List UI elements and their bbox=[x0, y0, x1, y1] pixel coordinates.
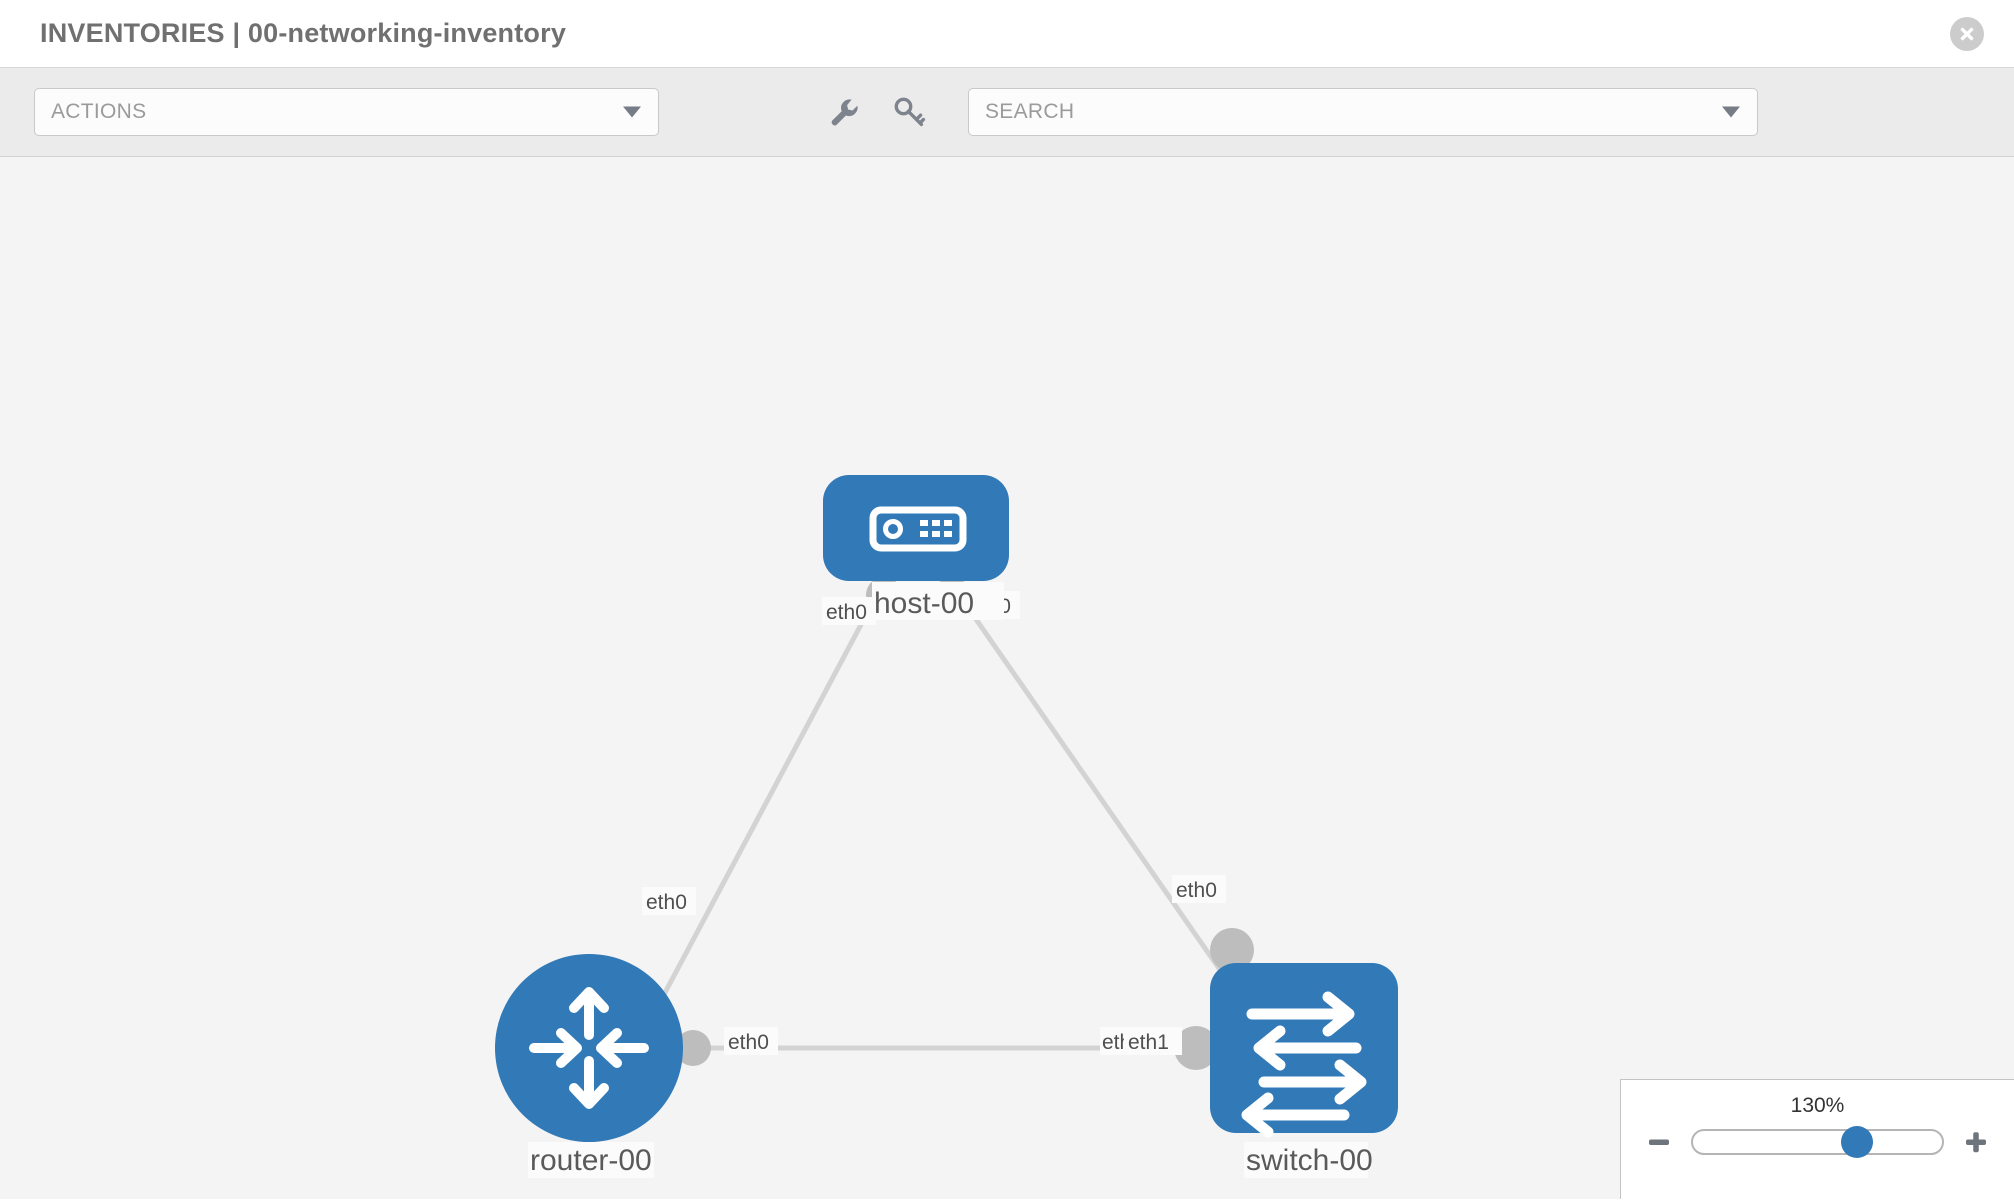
search-dropdown[interactable]: SEARCH bbox=[968, 88, 1758, 136]
chevron-down-icon bbox=[623, 106, 641, 118]
chevron-down-icon bbox=[1722, 106, 1740, 118]
wrench-icon bbox=[831, 99, 858, 126]
actions-dropdown-label: ACTIONS bbox=[51, 100, 147, 123]
zoom-control: 130% bbox=[1620, 1079, 2014, 1199]
zoom-slider-thumb[interactable] bbox=[1841, 1126, 1874, 1158]
router-arrows-icon bbox=[529, 987, 649, 1109]
node-label-switch-00: switch-00 bbox=[1244, 1142, 1373, 1178]
zoom-slider-track[interactable] bbox=[1691, 1126, 1944, 1158]
iface-label-router-up: eth0 bbox=[642, 887, 696, 915]
node-label-text: router-00 bbox=[530, 1144, 652, 1177]
node-host-00[interactable] bbox=[823, 475, 1009, 581]
zoom-slider-row bbox=[1621, 1126, 2014, 1158]
wrench-button[interactable] bbox=[824, 93, 862, 131]
key-icon bbox=[894, 97, 926, 127]
key-button[interactable] bbox=[890, 93, 928, 131]
endpoint-switch-top[interactable] bbox=[1210, 928, 1254, 972]
minus-icon bbox=[1649, 1139, 1669, 1145]
page-header: INVENTORIES | 00-networking-inventory bbox=[0, 0, 2014, 68]
iface-label-text: eth bbox=[1102, 1031, 1131, 1054]
endpoint-switch-left[interactable] bbox=[1174, 1026, 1218, 1070]
zoom-out-button[interactable] bbox=[1645, 1128, 1673, 1156]
iface-label-text: eth1 bbox=[1128, 1031, 1169, 1054]
iface-label-text: eth0 bbox=[728, 1031, 769, 1054]
page-title: INVENTORIES | 00-networking-inventory bbox=[40, 18, 567, 48]
topology-canvas[interactable]: eth0 eth0 eth0 eth0 eth0 eth eth1 bbox=[0, 157, 2014, 1199]
plus-icon bbox=[1966, 1132, 1986, 1153]
server-icon bbox=[869, 506, 967, 552]
close-button[interactable] bbox=[1950, 16, 1984, 51]
iface-label-text: eth0 bbox=[826, 601, 867, 624]
zoom-in-button[interactable] bbox=[1962, 1128, 1990, 1156]
edge-host-router[interactable] bbox=[657, 587, 883, 1004]
host-node-shape bbox=[823, 475, 1009, 581]
node-label-text: switch-00 bbox=[1246, 1144, 1373, 1177]
endpoint-router-right[interactable] bbox=[675, 1030, 711, 1066]
node-router-00[interactable] bbox=[495, 954, 683, 1142]
node-label-host-00: host-00 bbox=[872, 582, 1004, 620]
iface-label-text: eth0 bbox=[646, 891, 687, 914]
search-input-placeholder: SEARCH bbox=[985, 100, 1075, 123]
node-label-router-00: router-00 bbox=[528, 1142, 654, 1178]
iface-label-switch-up: eth0 bbox=[1172, 875, 1226, 903]
node-switch-00[interactable] bbox=[1210, 963, 1398, 1138]
switch-arrows-icon bbox=[1241, 991, 1367, 1138]
iface-label-host-left: eth0 bbox=[822, 597, 876, 625]
toolbar: ACTIONS SEARCH bbox=[0, 68, 2014, 157]
iface-label-router-right: eth0 bbox=[724, 1027, 778, 1055]
iface-label-switch-left: eth1 bbox=[1124, 1027, 1182, 1055]
router-node-shape bbox=[495, 954, 683, 1142]
node-label-text: host-00 bbox=[874, 587, 974, 620]
iface-label-text: eth0 bbox=[1176, 879, 1217, 902]
edge-host-switch[interactable] bbox=[952, 587, 1228, 979]
toolbar-icon-group bbox=[824, 93, 928, 131]
topology-graph: eth0 eth0 eth0 eth0 eth0 eth eth1 bbox=[495, 475, 1398, 1178]
actions-dropdown[interactable]: ACTIONS bbox=[34, 88, 659, 136]
close-icon bbox=[1960, 27, 1974, 40]
zoom-percentage-label: 130% bbox=[1790, 1094, 1845, 1117]
